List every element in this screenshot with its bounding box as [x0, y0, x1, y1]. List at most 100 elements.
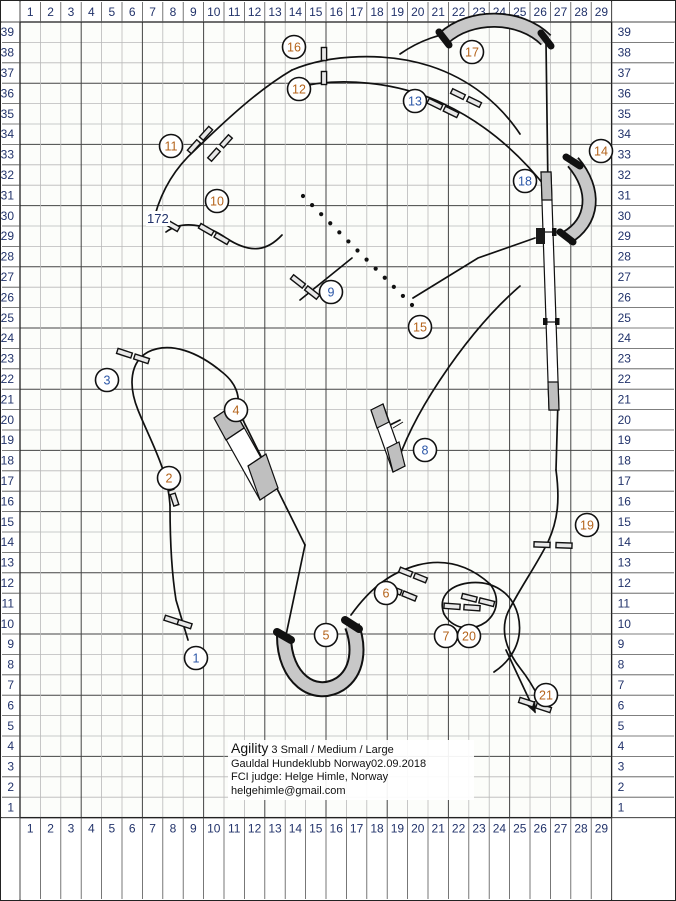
- axis-row-label: 23: [1, 352, 15, 366]
- jump-bar: [213, 231, 231, 246]
- obstacle-number-text: 19: [580, 519, 594, 533]
- obstacle-marker-6[interactable]: 6: [373, 580, 399, 606]
- axis-row-label: 33: [618, 148, 632, 162]
- obstacle-marker-14[interactable]: 14: [588, 138, 614, 164]
- axis-row-label: 37: [1, 66, 15, 80]
- axis-row-label: 20: [1, 413, 15, 427]
- obstacle-number-text: 3: [104, 374, 111, 388]
- axis-col-label: 9: [190, 5, 197, 19]
- axis-row-label: 23: [618, 352, 632, 366]
- aframe-18: [536, 171, 560, 411]
- obstacle-marker-21[interactable]: 21: [533, 682, 559, 708]
- obstacle-number-text: 1: [193, 652, 200, 666]
- obstacle-marker-18[interactable]: 18: [512, 168, 538, 194]
- axis-row-label: 10: [1, 617, 15, 631]
- obstacle-marker-10[interactable]: 10: [204, 188, 230, 214]
- weave-pole-dot: [300, 193, 306, 199]
- axis-row-label: 33: [1, 148, 15, 162]
- axis-row-label: 21: [618, 392, 632, 406]
- axis-col-label: 23: [472, 822, 486, 836]
- route-segment-6: [443, 583, 498, 629]
- axis-col-label: 21: [432, 5, 446, 19]
- obstacle-marker-16[interactable]: 16: [281, 34, 307, 60]
- axis-col-label: 4: [88, 5, 95, 19]
- obstacle-marker-1[interactable]: 1: [183, 645, 209, 671]
- axis-col-label: 16: [330, 5, 344, 19]
- axis-row-label: 1: [618, 800, 625, 814]
- axis-row-label: 38: [1, 46, 15, 60]
- axis-col-label: 6: [129, 822, 136, 836]
- axis-row-label: 16: [618, 494, 632, 508]
- title-line-club-date: Gauldal Hundeklubb Norway02.09.2018: [231, 757, 427, 770]
- obstacle-number-text: 8: [422, 444, 429, 458]
- axis-col-label: 9: [190, 822, 197, 836]
- jump-bar: [132, 353, 151, 365]
- obstacle-marker-4[interactable]: 4: [223, 397, 249, 423]
- axis-row-label: 17: [1, 474, 15, 488]
- obstacle-marker-12[interactable]: 12: [286, 76, 312, 102]
- axis-col-label: 11: [228, 822, 241, 836]
- obstacle-number-circle: [407, 314, 433, 340]
- title-line-1: Agility 3 Small / Medium / Large: [231, 741, 471, 758]
- axis-row-label: 36: [618, 86, 632, 100]
- obstacle-marker-20[interactable]: 20: [456, 623, 482, 649]
- axis-row-label: 4: [7, 739, 14, 753]
- obstacle-number-text: 15: [413, 321, 427, 335]
- axis-col-label: 14: [289, 5, 303, 19]
- axis-col-label: 28: [574, 5, 588, 19]
- axis-col-label: 15: [309, 822, 323, 836]
- axis-col-label: 27: [554, 5, 568, 19]
- axis-row-label: 30: [1, 209, 15, 223]
- jump-bar: [412, 572, 429, 584]
- obstacle-marker-13[interactable]: 13: [402, 88, 428, 114]
- obstacle-number-circle: [512, 168, 538, 194]
- route-segment-8: [394, 285, 521, 471]
- obstacle-marker-15[interactable]: 15: [407, 314, 433, 340]
- axis-row-label: 15: [618, 515, 632, 529]
- jump-bar: [176, 618, 194, 630]
- jump-bar: [533, 541, 551, 549]
- axis-row-label: 15: [1, 515, 15, 529]
- axis-col-label: 17: [350, 822, 364, 836]
- axis-col-label: 8: [170, 822, 177, 836]
- obstacle-number-text: 7: [443, 630, 450, 644]
- obstacle-number-circle: [183, 645, 209, 671]
- jump-bar: [169, 492, 180, 508]
- axis-row-label: 20: [618, 413, 632, 427]
- axis-row-label: 18: [618, 454, 632, 468]
- obstacle-marker-17[interactable]: 17: [459, 39, 485, 65]
- axis-row-label: 6: [618, 698, 625, 712]
- obstacle-number-circle: [281, 34, 307, 60]
- obstacle-number-circle: [286, 76, 312, 102]
- obstacle-marker-9[interactable]: 9: [318, 279, 344, 305]
- axis-row-label: 3: [618, 760, 625, 774]
- axis-col-label: 21: [432, 822, 446, 836]
- axis-row-label: 31: [618, 188, 632, 202]
- obstacle-marker-2[interactable]: 2: [156, 465, 182, 491]
- axis-col-label: 28: [574, 822, 588, 836]
- jump-bar: [206, 147, 222, 163]
- obstacle-number-text: 2: [166, 472, 173, 486]
- axis-col-label: 18: [370, 5, 384, 19]
- weave-pole-dot: [337, 230, 342, 235]
- wall-8: [370, 403, 406, 473]
- obstacle-marker-3[interactable]: 3: [94, 367, 120, 393]
- obstacle-number-circle: [373, 580, 399, 606]
- obstacle-number-text: 14: [594, 145, 608, 159]
- obstacle-marker-7[interactable]: 7: [433, 623, 459, 649]
- weave-pole-dot: [319, 212, 324, 217]
- obstacle-marker-5[interactable]: 5: [313, 622, 339, 648]
- axis-col-label: 8: [170, 5, 177, 19]
- tunnel-17: [435, 12, 555, 50]
- obstacle-number-circle: [533, 682, 559, 708]
- obstacle-marker-8[interactable]: 8: [412, 437, 438, 463]
- jump-bar: [443, 602, 461, 611]
- obstacle-number-text: 21: [539, 689, 553, 703]
- axis-row-label: 25: [618, 311, 632, 325]
- axis-labels-left: 3938373635343332313029282726252423222120…: [1, 25, 15, 814]
- axis-row-label: 3: [7, 760, 14, 774]
- axis-col-label: 22: [452, 5, 466, 19]
- obstacle-marker-11[interactable]: 11: [158, 133, 184, 159]
- obstacle-marker-19[interactable]: 19: [574, 512, 600, 538]
